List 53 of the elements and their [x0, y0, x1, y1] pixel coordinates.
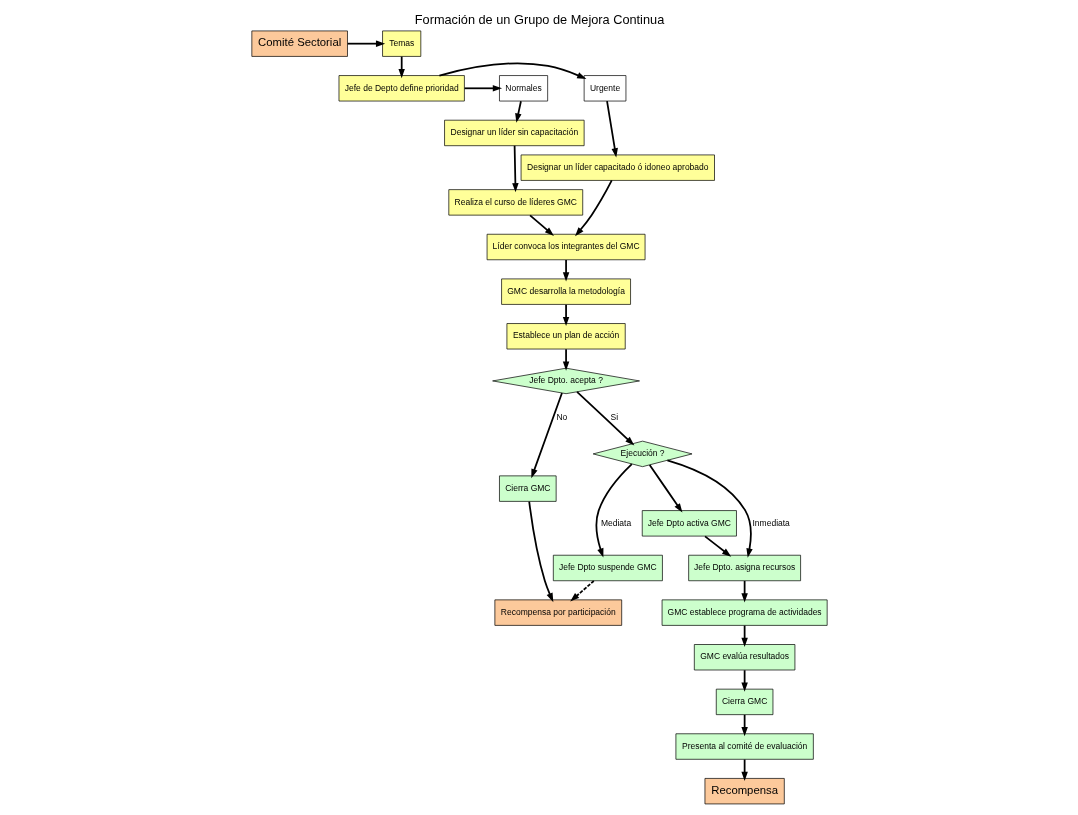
arrow: [562, 303, 569, 327]
node-box: Establece un plan de acción: [506, 323, 626, 350]
arrow: [438, 62, 586, 79]
arrow: [463, 85, 502, 92]
arrow: [562, 259, 569, 282]
node-box: Presenta al comité de evaluación: [675, 733, 814, 760]
node-diamond: Ejecución ?: [592, 440, 692, 467]
node-box: Cierra GMC: [715, 688, 773, 715]
node-box: Jefe Dpto. asigna recursos: [687, 554, 801, 582]
arrow: [740, 758, 748, 781]
arrow: [511, 144, 519, 193]
node-box: Designar un líder capacitado ó idoneo aprobado: [520, 154, 715, 181]
node-box: Comité Sectorial: [250, 30, 348, 57]
arrow: [569, 580, 595, 602]
arrow: [527, 500, 553, 603]
node-box: Recompensa: [704, 778, 785, 805]
node-box: Realiza el curso de líderes GMC: [447, 189, 583, 216]
node-box: Jefe Dpto activa GMC: [641, 510, 737, 537]
node-box: Jefe Dpto suspende GMC: [552, 554, 663, 582]
arrow: [397, 55, 405, 79]
arrow: [562, 348, 569, 371]
arrow: [740, 580, 748, 603]
arrow: [740, 714, 748, 737]
node-box: Temas: [381, 30, 421, 57]
arrow: [574, 179, 613, 237]
edge-label: Mediata: [600, 517, 631, 528]
edge-label: Inmediata: [752, 517, 790, 528]
node-box: Recompensa por participación: [494, 599, 622, 626]
arrow: [740, 624, 748, 648]
arrow: [528, 214, 554, 236]
node-box: Jefe de Depto define prioridad: [338, 75, 465, 102]
arrow: [666, 459, 753, 558]
node-box: GMC evalúa resultados: [693, 644, 795, 671]
arrow: [703, 535, 731, 557]
node-box: GMC desarrolla la metodología: [500, 278, 631, 305]
arrow: [530, 392, 563, 479]
edge-label: No: [555, 411, 567, 422]
arrow: [595, 463, 633, 558]
arrow: [605, 100, 618, 158]
node-box: GMC establece programa de actividades: [661, 599, 828, 626]
arrow: [346, 40, 385, 47]
arrow: [514, 100, 522, 123]
arrow: [740, 669, 748, 692]
arrow: [648, 464, 682, 513]
node-box: Líder convoca los integrantes del GMC: [486, 233, 645, 261]
diagram-title: Formación de un Grupo de Mejora Continua: [414, 12, 664, 28]
node-box: Normales: [498, 75, 548, 102]
arrow: [575, 391, 634, 446]
node-box: Designar un líder sin capacitación: [443, 119, 584, 147]
edge-label: Si: [609, 411, 618, 422]
node-box: Cierra GMC: [498, 475, 556, 502]
node-box: Urgente: [583, 75, 626, 102]
node-diamond: Jefe Dpto. acepta ?: [491, 367, 640, 395]
